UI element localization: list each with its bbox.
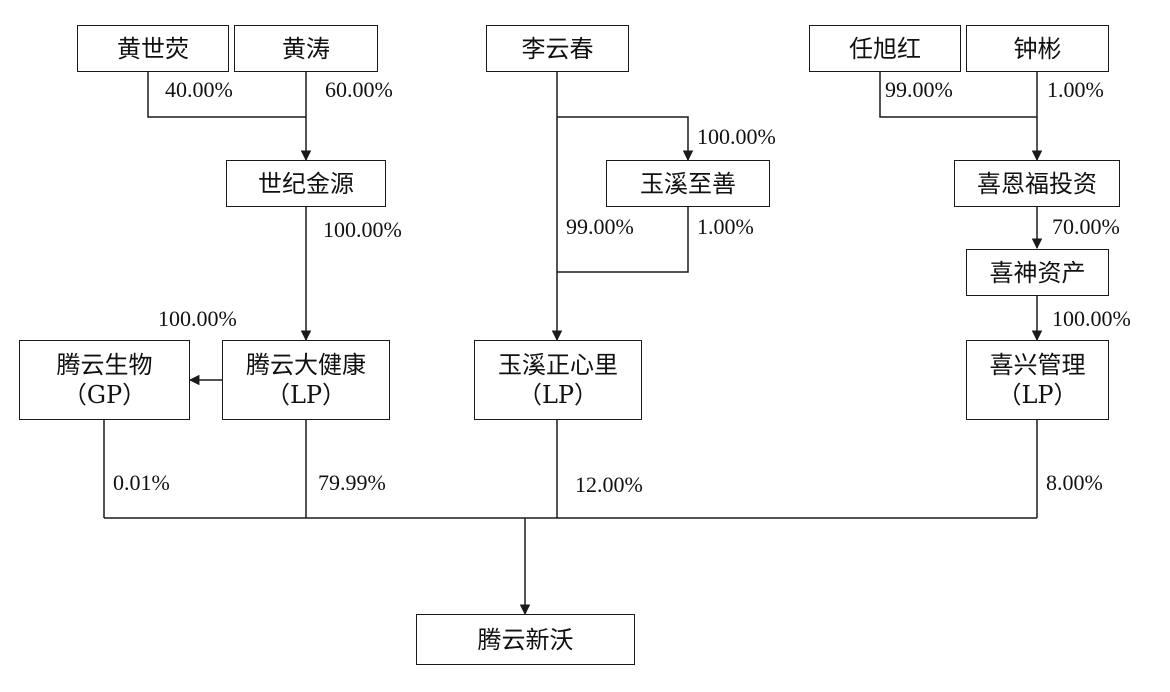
stake-huang-shiying: 40.00% bbox=[165, 77, 233, 102]
entity-role: （LP） bbox=[517, 381, 599, 409]
line-li-to-zhishan bbox=[557, 116, 694, 162]
entity-role: （LP） bbox=[997, 381, 1078, 409]
entity-xishen-assets: 喜神资产 bbox=[966, 249, 1109, 296]
entity-label: 任旭红 bbox=[849, 34, 921, 63]
stake-ren: 99.00% bbox=[885, 77, 953, 102]
stake-xixing-to-xinwo: 8.00% bbox=[1046, 470, 1103, 495]
stake-bio-to-xinwo: 0.01% bbox=[113, 470, 170, 495]
entity-zhong-bin: 钟彬 bbox=[966, 25, 1109, 72]
entity-label: 喜神资产 bbox=[989, 258, 1086, 287]
stake-li-to-zhishan: 100.00% bbox=[697, 124, 776, 149]
entity-role: （GP） bbox=[62, 381, 147, 409]
line-zhishan-to-zhengxinli bbox=[557, 207, 689, 273]
entity-xixing-mgmt: 喜兴管理 （LP） bbox=[966, 340, 1109, 420]
stake-shiji-to-health: 100.00% bbox=[323, 217, 402, 242]
entity-tengyun-xinwo: 腾云新沃 bbox=[416, 614, 635, 665]
entity-shiji-jinyuan: 世纪金源 bbox=[226, 160, 386, 207]
stake-health-to-bio: 100.00% bbox=[158, 306, 237, 331]
entity-label: 钟彬 bbox=[1013, 34, 1062, 63]
entity-label: 玉溪至善 bbox=[640, 169, 736, 198]
entity-li-yunchun: 李云春 bbox=[486, 25, 629, 72]
entity-label: 腾云大健康 bbox=[246, 351, 366, 379]
entity-label: 腾云生物 bbox=[56, 351, 153, 379]
line-huang-shiying bbox=[147, 72, 306, 118]
stake-huang-tao: 60.00% bbox=[325, 77, 393, 102]
entity-label: 喜兴管理 bbox=[989, 351, 1086, 379]
entity-label: 喜恩福投资 bbox=[977, 169, 1097, 198]
entity-tengyun-health: 腾云大健康 （LP） bbox=[222, 340, 390, 420]
stake-zhishan-to-zhengxinli: 1.00% bbox=[697, 214, 754, 239]
entity-huang-shiying: 黄世荧 bbox=[77, 25, 229, 72]
entity-huang-tao: 黄涛 bbox=[234, 25, 378, 72]
entity-role: （LP） bbox=[265, 381, 347, 409]
entity-yuxi-zhishan: 玉溪至善 bbox=[606, 160, 770, 207]
entity-label: 玉溪正心里 bbox=[498, 351, 618, 379]
entity-yuxi-zhengxinli: 玉溪正心里 （LP） bbox=[474, 340, 642, 420]
stake-health-to-xinwo: 79.99% bbox=[318, 470, 386, 495]
stake-zhengxinli-to-xinwo: 12.00% bbox=[575, 472, 643, 497]
line-ren bbox=[879, 72, 1037, 118]
entity-label: 腾云新沃 bbox=[477, 625, 574, 654]
stake-xien-to-xishen: 70.00% bbox=[1052, 214, 1120, 239]
entity-label: 世纪金源 bbox=[258, 169, 354, 198]
stake-xishen-to-xixing: 100.00% bbox=[1052, 306, 1131, 331]
entity-tengyun-bio: 腾云生物 （GP） bbox=[19, 340, 190, 420]
entity-xien-fu-invest: 喜恩福投资 bbox=[954, 160, 1120, 207]
stake-zhong: 1.00% bbox=[1047, 77, 1104, 102]
entity-ren-xuhong: 任旭红 bbox=[809, 25, 961, 72]
entity-label: 李云春 bbox=[521, 34, 594, 63]
entity-label: 黄涛 bbox=[282, 34, 330, 63]
entity-label: 黄世荧 bbox=[117, 34, 189, 63]
stake-li-to-zhengxinli: 99.00% bbox=[566, 214, 634, 239]
